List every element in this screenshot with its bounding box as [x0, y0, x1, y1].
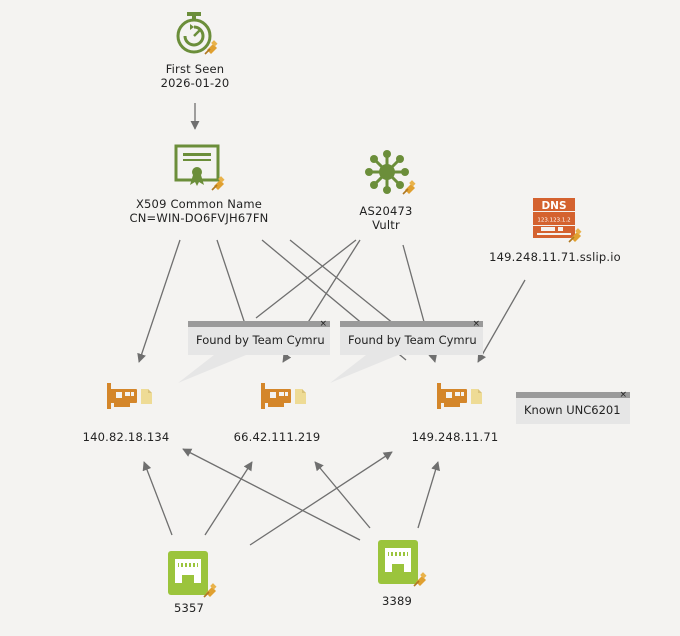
- dns-icon-subtext: 123.123.1.2: [537, 218, 570, 224]
- close-icon[interactable]: ×: [472, 319, 480, 329]
- note-text: Found by Team Cymru: [348, 333, 477, 347]
- network-card-icon[interactable]: [437, 383, 482, 409]
- node-first-seen-label: First Seen 2026-01-20: [161, 62, 230, 90]
- dns-server-icon[interactable]: DNS 123.123.1.2: [533, 198, 583, 243]
- node-x509-label: X509 Common Name CN=WIN-DO6FVJH67FN: [130, 197, 269, 225]
- edge-asn-ip1: [255, 239, 357, 319]
- node-asn-label: AS20473 Vultr: [359, 204, 412, 232]
- edge-port1-ip1: [142, 461, 173, 536]
- edge-port1-ip2: [204, 461, 253, 536]
- note-known-unc6201[interactable]: × Known UNC6201: [516, 390, 630, 424]
- edge-port1-ip3: [249, 451, 393, 546]
- network-card-icon[interactable]: [261, 383, 306, 409]
- node-ip1-label: 140.82.18.134: [82, 430, 170, 444]
- node-port1-label: 5357: [173, 601, 205, 615]
- edge-dns-ip3: [477, 279, 526, 363]
- close-icon[interactable]: ×: [319, 319, 327, 329]
- network-card-icon[interactable]: [107, 383, 152, 409]
- edge-x509-ip1: [137, 239, 181, 363]
- note-text: Found by Team Cymru: [196, 333, 325, 347]
- note-pointer-cymru2: [330, 355, 398, 383]
- label-line: Vultr: [372, 218, 400, 232]
- edges: [137, 103, 526, 546]
- label-line: First Seen: [165, 62, 225, 76]
- note-text: Known UNC6201: [524, 403, 621, 417]
- label-line: CN=WIN-DO6FVJH67FN: [129, 211, 269, 225]
- label-line: 2026-01-20: [160, 76, 230, 90]
- certificate-icon[interactable]: [174, 144, 226, 191]
- node-dns-label: 149.248.11.71.sslip.io: [489, 250, 621, 264]
- note-pointer-cymru1: [178, 355, 246, 383]
- edge-x509-ip2: [216, 239, 247, 328]
- edge-port2-ip1: [182, 448, 361, 541]
- node-ip2-label: 66.42.111.219: [233, 430, 321, 444]
- label-line: AS20473: [359, 204, 413, 218]
- note-found-by-team-cymru[interactable]: × Found by Team Cymru: [340, 319, 483, 355]
- ethernet-port-icon[interactable]: [378, 540, 428, 587]
- close-icon[interactable]: ×: [619, 390, 627, 400]
- edge-port2-ip3: [417, 461, 440, 529]
- note-found-by-team-cymru[interactable]: × Found by Team Cymru: [188, 319, 330, 355]
- dns-icon-text: DNS: [541, 200, 566, 212]
- network-hub-icon[interactable]: [365, 150, 417, 195]
- node-ip3-label: 149.248.11.71: [411, 430, 499, 444]
- ethernet-port-icon[interactable]: [168, 551, 218, 598]
- node-port2-label: 3389: [381, 594, 413, 608]
- stopwatch-icon[interactable]: [176, 12, 219, 55]
- label-line: X509 Common Name: [135, 197, 263, 211]
- edge-port2-ip2: [314, 461, 371, 529]
